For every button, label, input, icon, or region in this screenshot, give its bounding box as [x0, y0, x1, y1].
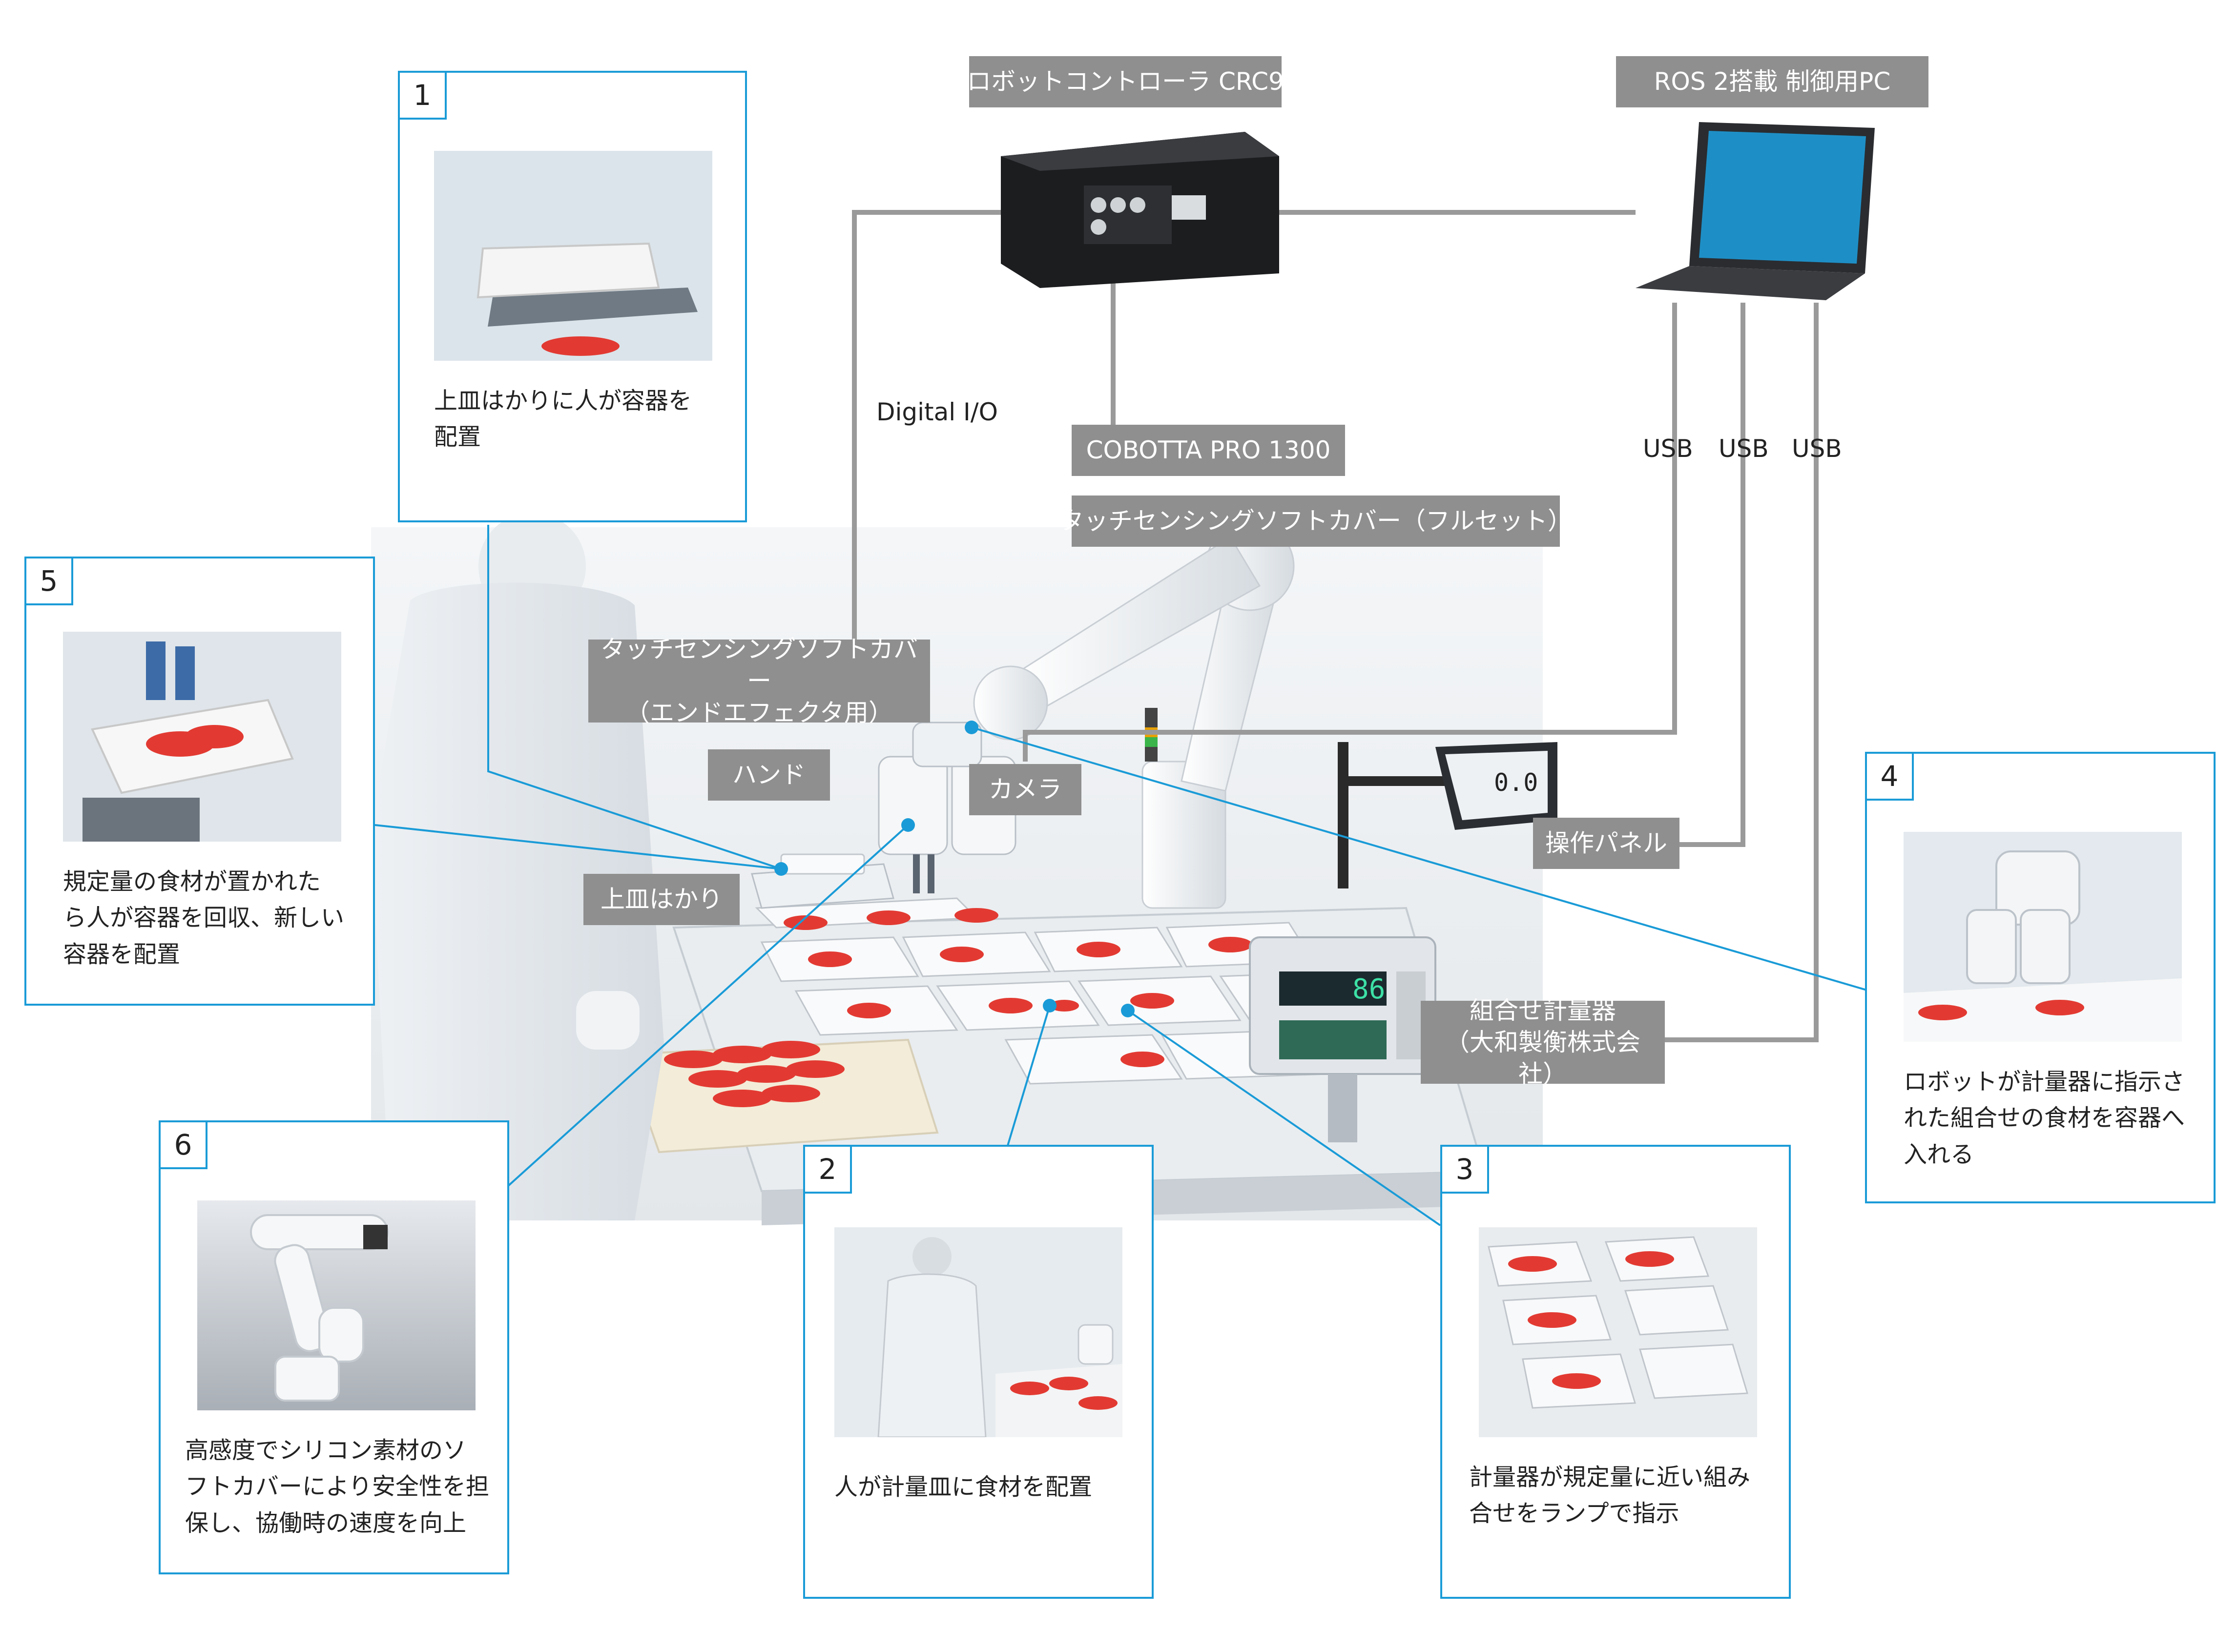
central-photo: 0.0 86: [371, 513, 1557, 1225]
soft-cover-endeffector-line2: （エンドエフェクタ用）: [625, 698, 893, 727]
robot-model-label: COBOTTA PRO 1300: [1072, 425, 1345, 476]
step-4-line-3: 入れる: [1904, 1140, 1974, 1168]
step-5-description: 規定量の食材が置かれた ら人が容器を回収、新しい 容器を配置: [63, 864, 344, 972]
hand-label: ハンド: [708, 749, 830, 801]
soft-cover-endeffector-label: タッチセンシングソフトカバー （エンドエフェクタ用）: [588, 635, 930, 727]
step-2-photo: [834, 1227, 1122, 1437]
step-5-line-2: ら人が容器を回収、新しい: [63, 904, 345, 932]
combination-weigher-line1: 組合せ計量器: [1470, 996, 1616, 1025]
step-1-box: 1 上皿はかりに人が容器を 配置: [398, 71, 747, 522]
step-1-description: 上皿はかりに人が容器を 配置: [434, 383, 692, 455]
step-5-line-1: 規定量の食材が置かれた: [63, 868, 321, 895]
worker-figure: [371, 513, 664, 1220]
camera-label: カメラ: [969, 764, 1081, 815]
step-4-photo: [1904, 832, 2182, 1042]
food-bin: [623, 1038, 939, 1154]
combination-weigher-label: 組合せ計量器 （大和製衡株式会社）: [1421, 996, 1665, 1088]
callout-dots: [774, 721, 1135, 1017]
laptop-icon: [1636, 122, 1875, 300]
step-5-line-3: 容器を配置: [63, 940, 181, 968]
controller-label: ロボットコントローラ CRC9: [967, 56, 1284, 107]
step-4-number: 4: [1865, 752, 1914, 801]
combination-weigher-line2: （大和製衡株式会社）: [1445, 1028, 1640, 1088]
step-6-number: 6: [159, 1120, 207, 1169]
svg-text:86: 86: [1352, 973, 1385, 1005]
step-4-line-1: ロボットが計量器に指示さ: [1904, 1068, 2185, 1095]
usb-label-2: USB: [1719, 434, 1769, 463]
step-2-box: 2 人が計量皿に食材を配置: [803, 1145, 1154, 1599]
step-1-line-2: 配置: [434, 423, 481, 451]
step-2-number: 2: [803, 1145, 852, 1194]
step-3-number: 3: [1440, 1145, 1489, 1194]
step-4-description: ロボットが計量器に指示さ れた組合せの食材を容器へ 入れる: [1904, 1064, 2185, 1173]
usb-label-1: USB: [1643, 434, 1693, 463]
step-3-photo: [1479, 1227, 1757, 1437]
operation-panel: 0.0: [1338, 742, 1557, 888]
digital-io-label: Digital I/O: [876, 398, 998, 426]
step-2-line-1: 人が計量皿に食材を配置: [834, 1473, 1093, 1501]
step-5-box: 5 規定量の食材が置かれた ら人が容器を回収、新しい 容器を配置: [24, 557, 375, 1006]
step-6-line-3: 保し、協働時の速度を向上: [185, 1509, 467, 1537]
step-5-photo: [63, 632, 341, 842]
pc-label: ROS 2搭載 制御用PC: [1616, 56, 1928, 107]
step-6-box: 6 高感度でシリコン素材のソ フトカバーにより安全性を担 保し、協働時の速度を向…: [159, 1120, 509, 1574]
soft-cover-endeffector-line1: タッチセンシングソフトカバー: [601, 635, 918, 695]
step-4-line-2: れた組合せの食材を容器へ: [1904, 1104, 2185, 1132]
step-2-description: 人が計量皿に食材を配置: [834, 1469, 1092, 1505]
callout-lines: [374, 525, 1870, 1226]
top-pan-scale: [751, 853, 894, 909]
step-3-box: 3 計量器が規定量に近い組み 合せをランプで指示: [1440, 1145, 1791, 1599]
step-3-description: 計量器が規定量に近い組み 合せをランプで指示: [1469, 1459, 1750, 1532]
soft-cover-full-label: タッチセンシングソフトカバー（フルセット）: [1059, 496, 1572, 547]
step-5-number: 5: [24, 557, 73, 605]
operation-panel-label: 操作パネル: [1533, 818, 1679, 869]
step-6-line-1: 高感度でシリコン素材のソ: [185, 1437, 467, 1464]
top-pan-scale-label: 上皿はかり: [583, 874, 740, 925]
step-1-line-1: 上皿はかりに人が容器を: [434, 387, 692, 414]
step-6-description: 高感度でシリコン素材のソ フトカバーにより安全性を担 保し、協働時の速度を向上: [185, 1432, 489, 1541]
controller-icon: [1001, 132, 1279, 288]
step-3-line-2: 合せをランプで指示: [1469, 1500, 1679, 1528]
svg-text:0.0: 0.0: [1494, 768, 1538, 797]
food-items: [784, 908, 1252, 1067]
step-4-box: 4 ロボットが計量器に指示さ れた組合せの食材を容器へ 入れる: [1865, 752, 2216, 1203]
step-1-number: 1: [398, 71, 447, 120]
step-6-line-2: フトカバーにより安全性を担: [185, 1473, 490, 1501]
usb-label-3: USB: [1792, 434, 1842, 463]
step-6-photo: [197, 1200, 476, 1410]
step-3-line-1: 計量器が規定量に近い組み: [1469, 1464, 1751, 1491]
step-1-photo: [434, 151, 712, 361]
